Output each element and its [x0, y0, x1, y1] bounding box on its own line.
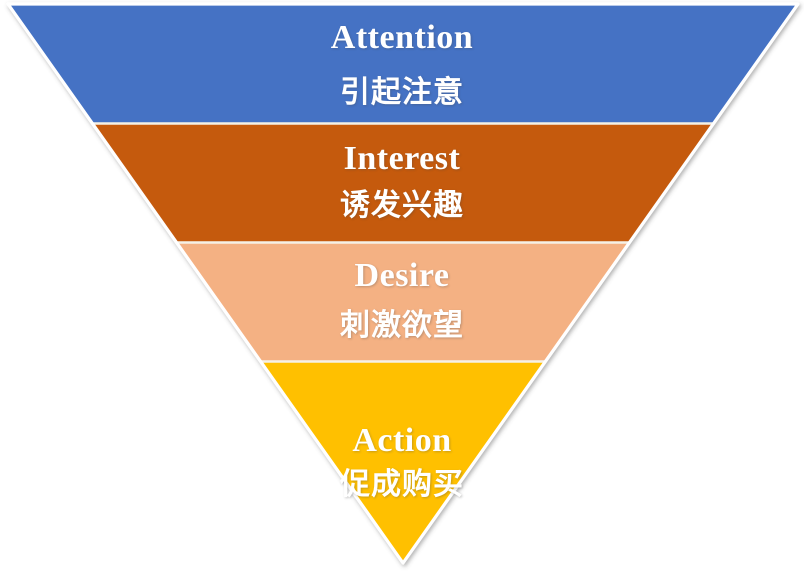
band-action [8, 362, 798, 563]
funnel-outline [6, 2, 800, 565]
band-interest [8, 124, 798, 243]
band-desire [8, 243, 798, 362]
band-attention [8, 4, 798, 124]
